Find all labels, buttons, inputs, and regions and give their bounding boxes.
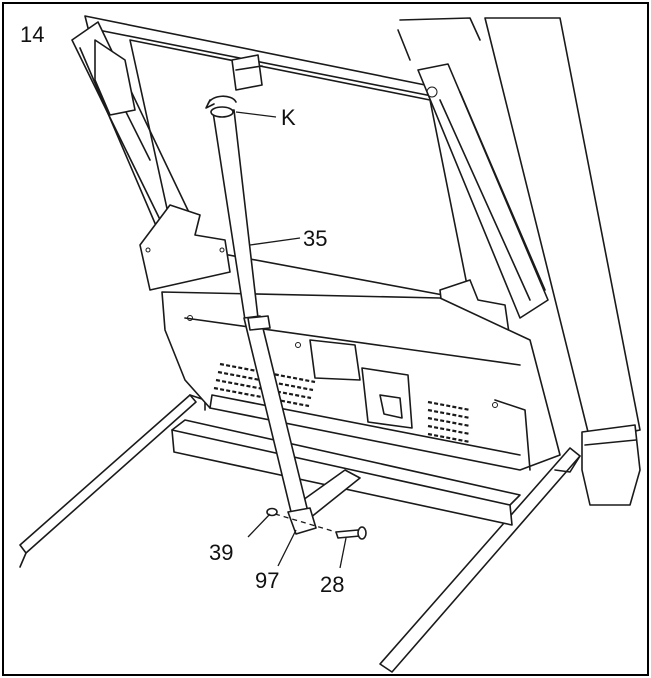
callout-39-leader — [247, 513, 271, 538]
callout-39: 39 — [209, 540, 233, 565]
callout-97: 97 — [255, 568, 279, 593]
callout-28-leader — [339, 537, 347, 569]
callout-k: K — [281, 105, 296, 130]
strut-35 — [205, 95, 367, 540]
callout-97-leader — [277, 529, 297, 567]
callout-35-leader — [249, 237, 301, 246]
treadmill-deck — [71, 15, 641, 506]
callout-28: 28 — [320, 572, 344, 597]
step-number: 14 — [20, 22, 44, 47]
callout-35: 35 — [303, 226, 327, 251]
callout-k-leader — [235, 111, 277, 118]
